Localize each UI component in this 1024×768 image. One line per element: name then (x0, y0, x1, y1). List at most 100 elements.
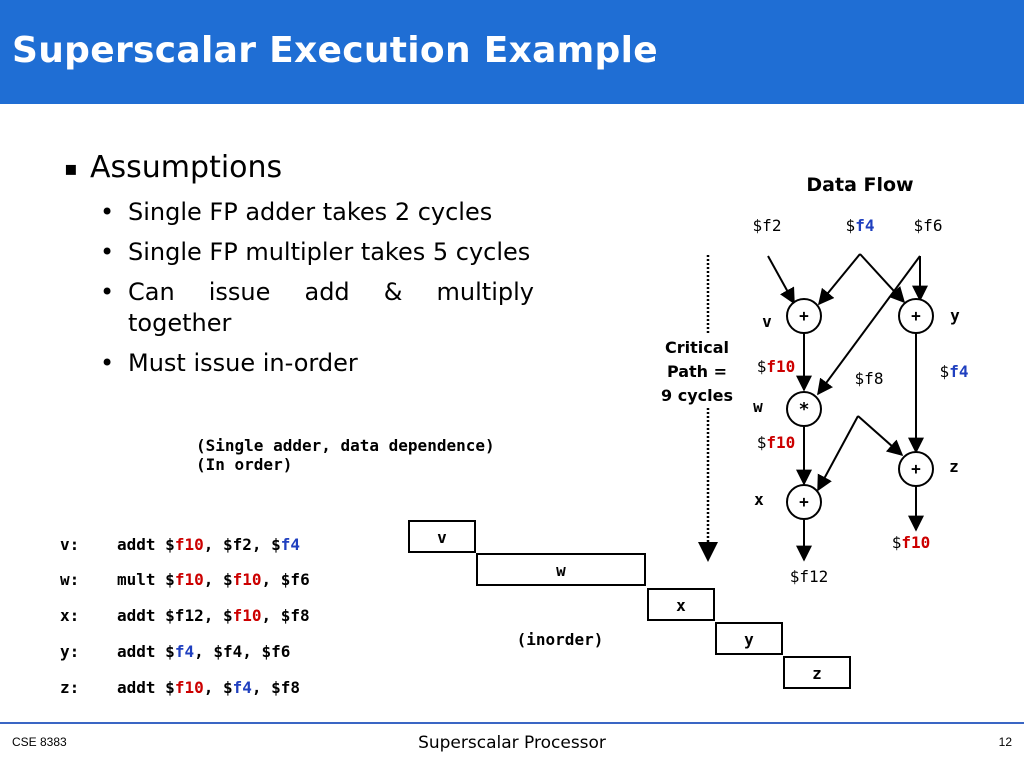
node-x-label: x (754, 490, 764, 509)
node-v-label: v (762, 312, 772, 331)
assumptions-heading-item: ▪ Assumptions (64, 148, 534, 188)
note-line: (Single adder, data dependence) (196, 436, 495, 455)
instruction-operand: , $f6 (261, 570, 310, 589)
critical-path: Critical Path = 9 cycles (661, 255, 733, 562)
input-f4-prefix: $ (846, 216, 856, 235)
node-y-op: + (911, 306, 921, 325)
output-f12: $f12 (790, 567, 829, 586)
instruction-operand: $ (165, 678, 175, 697)
timeline-bar-z (783, 656, 851, 689)
critical-path-line1: Critical (665, 338, 729, 357)
footer-course: CSE 8383 (12, 735, 67, 749)
dot-bullet-icon: • (100, 198, 115, 226)
node-w-op: * (799, 399, 810, 420)
instruction-label: x: (60, 606, 80, 625)
edge-f6-w (817, 255, 921, 396)
instruction-text: addt $f12, $f10, $f8 (117, 605, 310, 627)
edge-f8-z (857, 415, 904, 457)
instruction-operand: , $f4, $f6 (194, 642, 291, 661)
assumption-text: Single FP multipler takes 5 cycles (128, 238, 531, 266)
diagram-canvas: v w x y z (inorder) Critical Path = 9 cy… (408, 174, 969, 689)
slide-header: Superscalar Execution Example (0, 0, 1024, 104)
node-x-circle (786, 484, 822, 520)
instruction-text: mult $f10, $f10, $f6 (117, 569, 310, 591)
instruction-operand: , $f8 (261, 606, 310, 625)
assumption-text: Must issue in-order (128, 349, 358, 377)
timeline-bar-w-label: w (556, 561, 566, 580)
instruction-opcode: addt (117, 678, 156, 697)
edge-label-prefix: $ (757, 357, 767, 376)
instruction-opcode: mult (117, 570, 156, 589)
assumption-item: • Can issue add & multiply together (100, 277, 534, 339)
instruction-operand: $f12, $ (165, 606, 233, 625)
instruction-operand: , $ (203, 678, 233, 697)
instruction-operand: , $ (203, 570, 233, 589)
instruction-operand: $ (165, 570, 175, 589)
edge-label-prefix: $ (940, 362, 950, 381)
instruction-label: v: (60, 535, 80, 554)
instruction-operand: , $f8 (251, 678, 301, 697)
assumption-item: • Single FP adder takes 2 cycles (100, 197, 534, 228)
instruction-register: f10 (174, 570, 204, 589)
edge-label-reg: f10 (766, 433, 795, 452)
square-bullet-icon: ▪ (64, 156, 78, 180)
timeline-bar-z-label: z (812, 664, 822, 683)
instruction-register: f10 (232, 606, 262, 625)
assumption-item: • Must issue in-order (100, 348, 534, 379)
instruction-opcode: addt (117, 535, 156, 554)
assumption-text: Can issue add & multiply together (128, 278, 534, 337)
timeline-bar-v (408, 520, 476, 553)
edge-label-z-f10: $f10 (892, 533, 931, 552)
edge-label-v-f10: $f10 (757, 357, 796, 376)
input-f4: $f4 (846, 216, 875, 235)
node-z-circle (898, 451, 934, 487)
timeline-bar-y (715, 622, 783, 655)
edge-label-reg: f10 (901, 533, 930, 552)
assumption-item: • Single FP multipler takes 5 cycles (100, 237, 534, 268)
instruction-register: f10 (174, 678, 204, 697)
instruction-operand: $ (165, 535, 175, 554)
footer-divider (0, 722, 1024, 724)
note-line: (In order) (196, 455, 293, 474)
timeline-bar-y-label: y (744, 630, 754, 649)
data-flow-graph: Data Flow $f2 $f4 $f6 + + * + + v y w x … (753, 174, 969, 586)
instruction-register: f4 (280, 535, 301, 554)
timeline-bar-w (476, 553, 646, 586)
instruction-label: w: (60, 570, 80, 589)
data-flow-title: Data Flow (806, 174, 913, 196)
input-f6: $f6 (914, 216, 943, 235)
page-number: 12 (998, 735, 1012, 749)
node-y-label: y (950, 306, 960, 325)
dot-bullet-icon: • (100, 349, 115, 377)
node-w-circle (786, 391, 822, 427)
instruction-register: f10 (232, 570, 262, 589)
node-z-label: z (949, 457, 959, 476)
node-y-circle (898, 298, 934, 334)
assumption-text: Single FP adder takes 2 cycles (128, 198, 493, 226)
edge-label-reg: f10 (766, 357, 795, 376)
footer-title: Superscalar Processor (418, 733, 606, 753)
assumptions-heading: Assumptions (90, 150, 283, 185)
timeline-caption: (inorder) (517, 630, 604, 649)
edge-f4-v (817, 253, 861, 306)
edge-label-prefix: $ (757, 433, 767, 452)
node-x-op: + (799, 492, 809, 511)
dot-bullet-icon: • (100, 238, 115, 266)
instruction-label: z: (60, 678, 80, 697)
node-v-circle (786, 298, 822, 334)
assumptions-list: ▪ Assumptions • Single FP adder takes 2 … (64, 148, 534, 379)
instruction-register: f10 (174, 535, 204, 554)
edge-f2-v (767, 255, 795, 305)
dot-bullet-icon: • (100, 278, 115, 306)
timeline-bar-x (647, 588, 715, 621)
edge-f4-y (859, 253, 906, 304)
instruction-operand: $ (165, 642, 175, 661)
edge-label-reg: f4 (949, 362, 968, 381)
edge-label-w-f10: $f10 (757, 433, 796, 452)
node-v-op: + (799, 306, 809, 325)
instruction-register: f4 (232, 678, 252, 697)
slide-title: Superscalar Execution Example (12, 30, 658, 71)
instruction-text: addt $f4, $f4, $f6 (117, 641, 290, 663)
instruction-opcode: addt (117, 642, 156, 661)
critical-path-line2: Path = (667, 362, 727, 381)
